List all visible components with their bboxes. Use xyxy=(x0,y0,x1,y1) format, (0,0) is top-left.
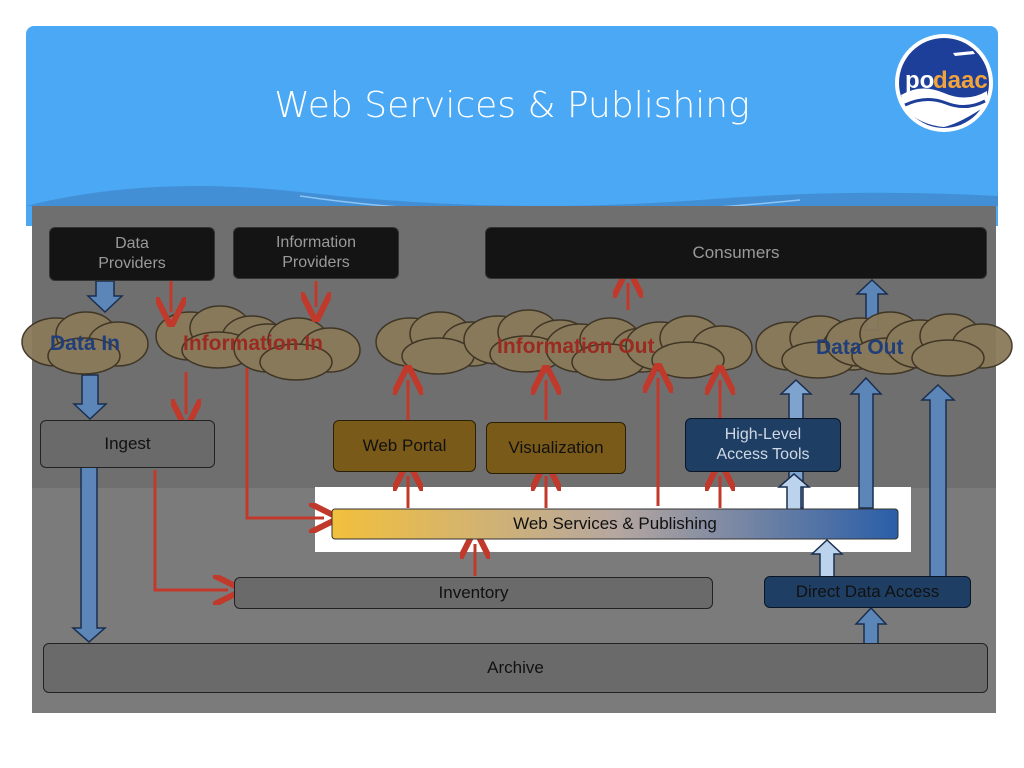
direct-data-access-box: Direct Data Access xyxy=(764,576,971,608)
information-providers-box: Information Providers xyxy=(233,227,399,279)
web-services-publishing-label: Web Services & Publishing xyxy=(513,514,717,534)
logo-daac: daac xyxy=(933,67,988,94)
consumers-box: Consumers xyxy=(485,227,987,279)
blue-arrows xyxy=(71,278,956,645)
web-portal-box: Web Portal xyxy=(333,420,476,472)
slide-title: Web Services & Publishing xyxy=(274,85,750,126)
red-arrows xyxy=(153,281,720,590)
data-out-label: Data Out xyxy=(816,336,904,359)
logo-po: po xyxy=(905,67,934,94)
high-level-access-tools-box: High-Level Access Tools xyxy=(685,418,841,472)
data-in-label: Data In xyxy=(50,332,121,355)
web-services-bar xyxy=(331,508,899,540)
inventory-box: Inventory xyxy=(234,577,713,609)
podaac-logo: po daac xyxy=(891,33,997,133)
information-out-label: Information Out xyxy=(497,335,655,358)
archive-box: Archive xyxy=(43,643,988,693)
information-in-label: Information In xyxy=(183,332,323,355)
data-providers-box: Data Providers xyxy=(49,227,215,281)
visualization-box: Visualization xyxy=(486,422,626,474)
ingest-box: Ingest xyxy=(40,420,215,468)
